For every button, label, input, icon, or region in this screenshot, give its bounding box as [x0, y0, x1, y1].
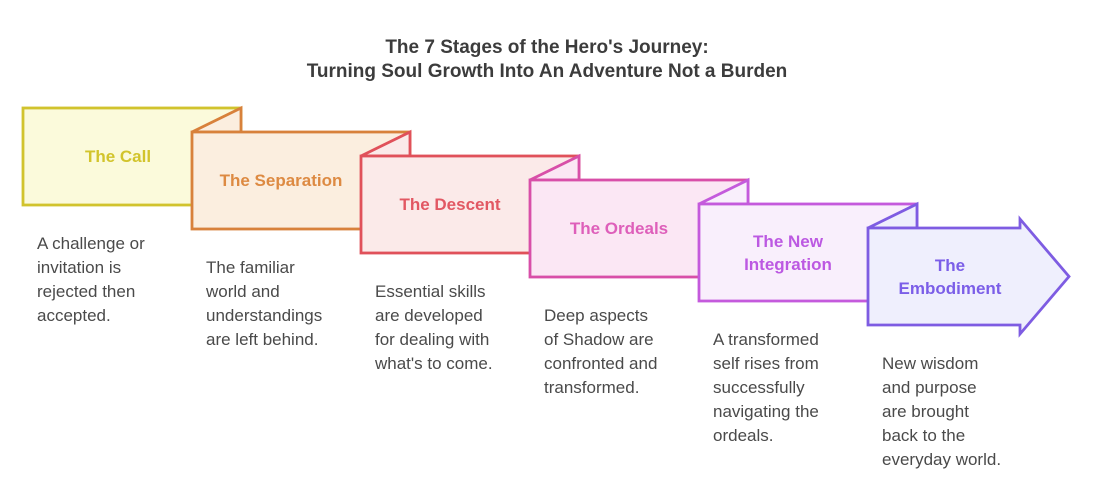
stage-title-the-separation: The Separation [219, 171, 343, 190]
stage-description-the-embodiment: New wisdom and purpose are brought back … [882, 354, 1002, 469]
stage-title-the-call: The Call [84, 147, 152, 166]
stage-title-the-ordeals: The Ordeals [569, 219, 669, 238]
arrow-the-embodiment [866, 215, 1071, 338]
stage-title-the-embodiment: The Embodiment [898, 255, 1002, 298]
shape-the-embodiment [866, 201, 1071, 338]
stage-description-the-descent: Essential skills are developed for deali… [375, 282, 493, 373]
stage-description-the-ordeals: Deep aspects of Shadow are confronted an… [544, 306, 658, 397]
stage-description-the-call: A challenge or invitation is rejected th… [37, 234, 145, 325]
diagram-title: The 7 Stages of the Hero's Journey: Turn… [306, 37, 788, 82]
stage-description-the-new-integration: A transformed self rises from successful… [713, 330, 819, 445]
stage-description-the-separation: The familiar world and understandings ar… [206, 258, 323, 349]
stage-title-the-new-integration: The New Integration [744, 231, 832, 274]
stage-title-the-descent: The Descent [399, 195, 501, 214]
